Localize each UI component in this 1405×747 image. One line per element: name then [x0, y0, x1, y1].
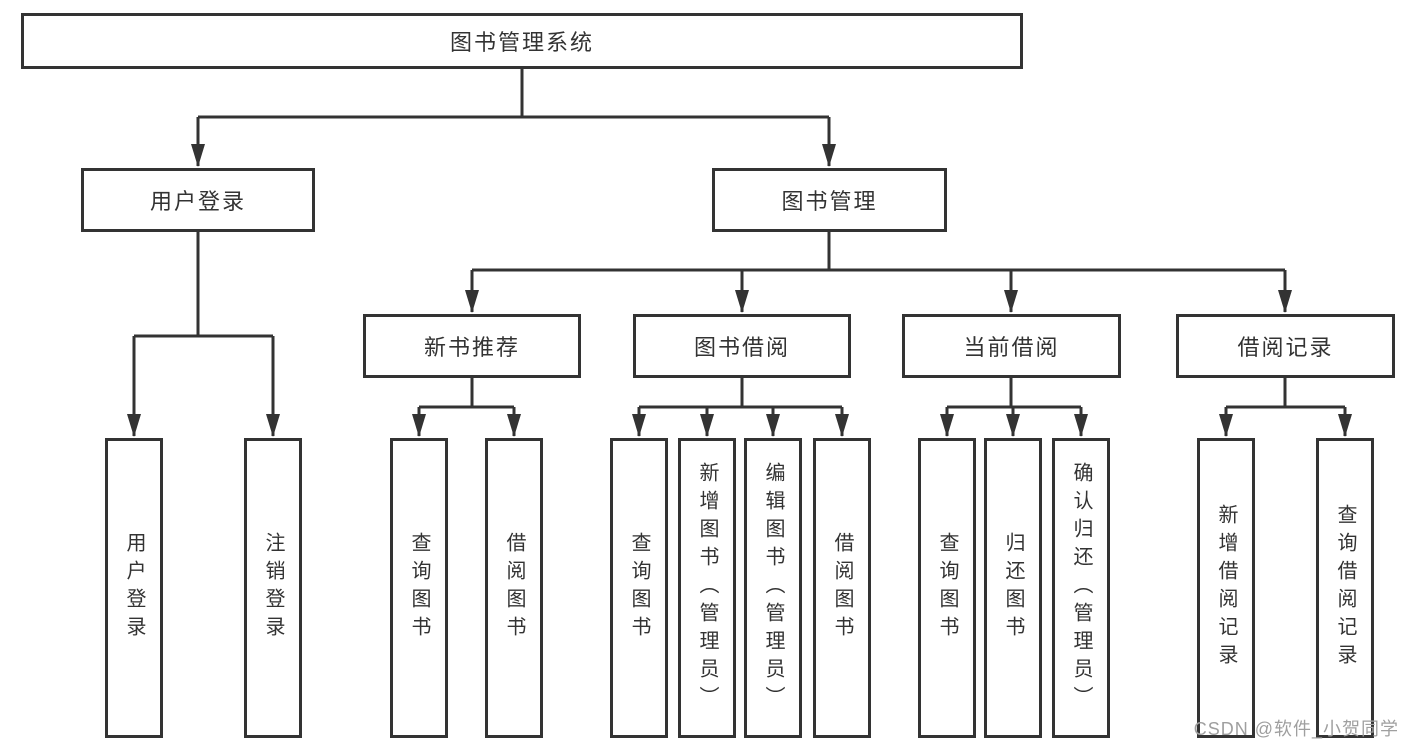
- node-label: 新增借阅记录: [1215, 504, 1237, 672]
- node-new-book-recommendation: 新书推荐: [363, 314, 581, 378]
- node-leaf-query-borrow-record: 查询借阅记录: [1316, 438, 1374, 738]
- node-book-management-group: 图书管理: [712, 168, 947, 232]
- node-label: 查询图书: [408, 532, 430, 644]
- node-leaf-confirm-return-admin: 确认归还（管理员）: [1052, 438, 1110, 738]
- node-leaf-query-book-borrowing: 查询图书: [610, 438, 668, 738]
- csdn-watermark: CSDN @软件_小贺同学: [1193, 719, 1399, 739]
- node-root-library-system: 图书管理系统: [21, 13, 1023, 69]
- node-label: 归还图书: [1002, 532, 1024, 644]
- node-label: 用户登录: [123, 532, 145, 644]
- node-label: 编辑图书（管理员）: [762, 462, 784, 714]
- node-leaf-edit-book-admin: 编辑图书（管理员）: [744, 438, 802, 738]
- node-label: 确认归还（管理员）: [1070, 462, 1092, 714]
- node-current-borrowing: 当前借阅: [902, 314, 1121, 378]
- node-leaf-borrow-book-borrowing: 借阅图书: [813, 438, 871, 738]
- node-leaf-logout: 注销登录: [244, 438, 302, 738]
- node-leaf-query-book-recommend: 查询图书: [390, 438, 448, 738]
- node-leaf-add-borrow-record: 新增借阅记录: [1197, 438, 1255, 738]
- node-leaf-add-book-admin: 新增图书（管理员）: [678, 438, 736, 738]
- node-leaf-borrow-book-recommend: 借阅图书: [485, 438, 543, 738]
- node-label: 借阅图书: [831, 532, 853, 644]
- node-user-login-group: 用户登录: [81, 168, 315, 232]
- node-borrowing-records: 借阅记录: [1176, 314, 1395, 378]
- node-book-borrowing: 图书借阅: [633, 314, 851, 378]
- node-label: 注销登录: [262, 532, 284, 644]
- node-leaf-return-book: 归还图书: [984, 438, 1042, 738]
- node-label: 查询借阅记录: [1334, 504, 1356, 672]
- node-label: 查询图书: [628, 532, 650, 644]
- node-label: 借阅图书: [503, 532, 525, 644]
- node-leaf-query-book-current: 查询图书: [918, 438, 976, 738]
- node-label: 新增图书（管理员）: [696, 462, 718, 714]
- node-label: 查询图书: [936, 532, 958, 644]
- node-leaf-user-login: 用户登录: [105, 438, 163, 738]
